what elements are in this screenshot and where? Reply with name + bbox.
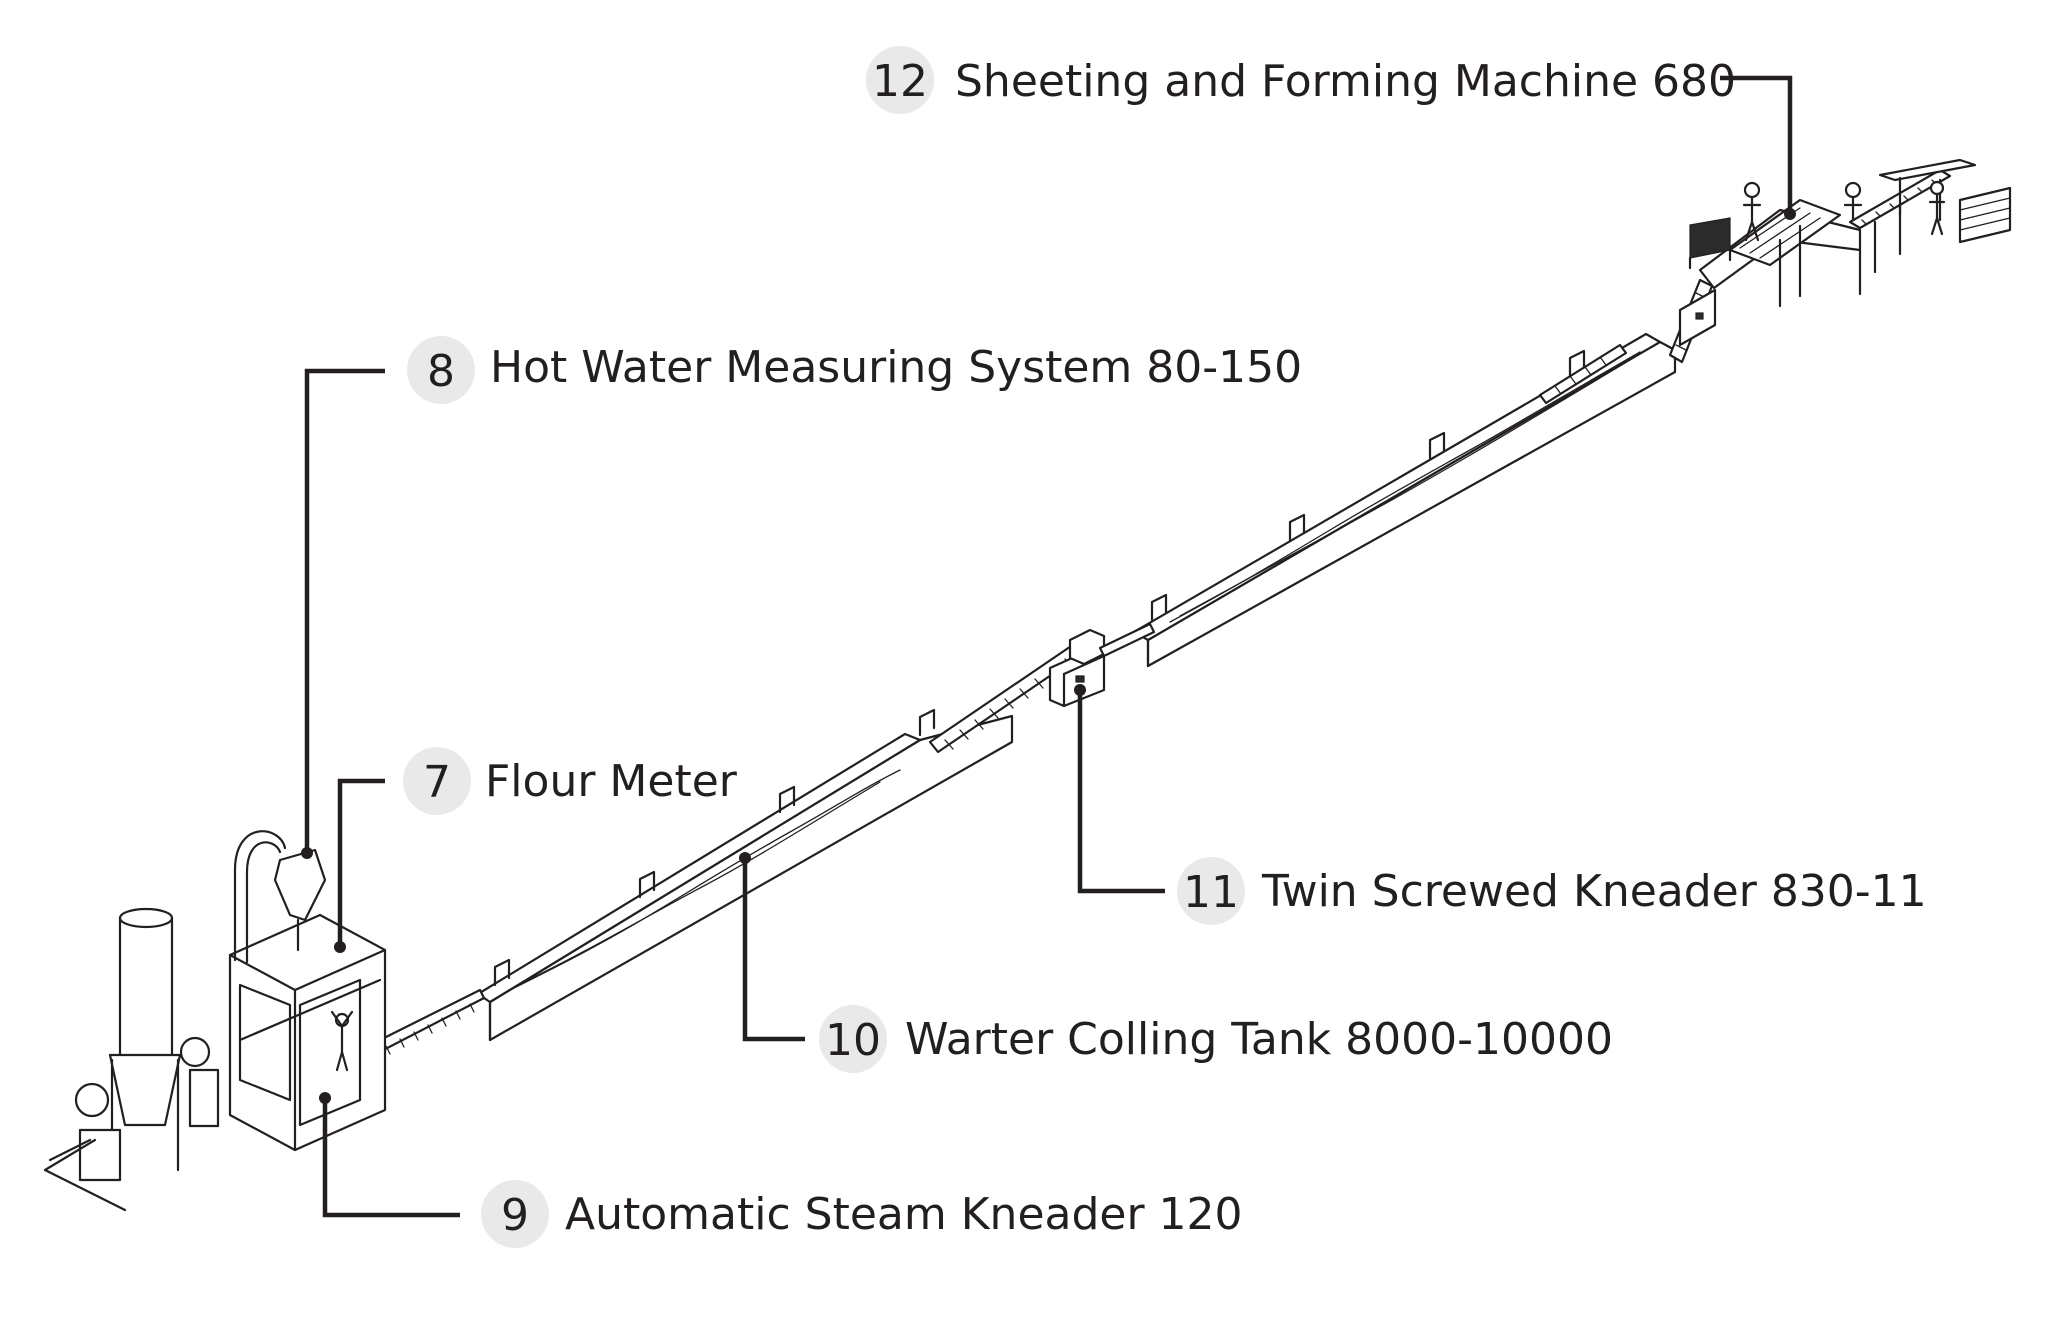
callout-label-10: Warter Colling Tank 8000-10000 bbox=[905, 1014, 1613, 1065]
callout-label-9: Automatic Steam Kneader 120 bbox=[565, 1189, 1243, 1240]
leader-line-11 bbox=[1077, 692, 1165, 894]
production-line-illustration bbox=[43, 158, 2012, 1212]
sheeting-forming-machine bbox=[1688, 158, 2012, 308]
leader-line-10 bbox=[742, 858, 805, 1042]
callout-9: 9 Automatic Steam Kneader 120 bbox=[319, 1092, 1243, 1248]
callout-label-8: Hot Water Measuring System 80-150 bbox=[490, 342, 1302, 393]
number-badge-8 bbox=[407, 336, 475, 404]
callout-label-12: Sheeting and Forming Machine 680 bbox=[955, 56, 1736, 107]
callout-12: 12 Sheeting and Forming Machine 680 bbox=[866, 46, 1796, 220]
callout-11: 11 Twin Screwed Kneader 830-11 bbox=[1074, 684, 1927, 925]
number-badge-9 bbox=[481, 1180, 549, 1248]
callout-10: 10 Warter Colling Tank 8000-10000 bbox=[739, 852, 1613, 1073]
leader-dot-10 bbox=[739, 852, 751, 864]
callout-label-7: Flour Meter bbox=[485, 756, 738, 807]
twin-screwed-kneader bbox=[1048, 628, 1106, 708]
leader-line-9 bbox=[322, 1098, 460, 1218]
leader-line-8 bbox=[304, 368, 385, 852]
callout-7: 7 Flour Meter bbox=[334, 747, 738, 953]
number-badge-7 bbox=[403, 747, 471, 815]
callout-number-9: 9 bbox=[501, 1190, 529, 1241]
leader-dot-12 bbox=[1784, 208, 1796, 220]
leader-dot-8 bbox=[301, 847, 313, 859]
leader-dot-11 bbox=[1074, 684, 1086, 696]
callout-number-8: 8 bbox=[427, 346, 455, 397]
callout-number-10: 10 bbox=[825, 1015, 881, 1066]
callout-8: 8 Hot Water Measuring System 80-150 bbox=[301, 336, 1302, 859]
leader-dot-7 bbox=[334, 941, 346, 953]
upper-ramp-conveyor bbox=[1668, 278, 1717, 364]
leader-line-12 bbox=[1720, 75, 1793, 210]
silo-and-mixer bbox=[43, 907, 220, 1212]
callout-number-11: 11 bbox=[1183, 867, 1239, 918]
kneader-tower bbox=[228, 830, 387, 1152]
callouts: 12 Sheeting and Forming Machine 680 8 Ho… bbox=[301, 46, 1927, 1248]
worker-figures-top bbox=[1742, 180, 1946, 242]
number-badge-12 bbox=[866, 46, 934, 114]
lower-cooling-tank bbox=[476, 708, 1014, 1042]
kneader-conveyors bbox=[1098, 343, 1628, 658]
number-badge-10 bbox=[819, 1005, 887, 1073]
leader-dot-9 bbox=[319, 1092, 331, 1104]
callout-number-7: 7 bbox=[423, 757, 451, 808]
left-tray-rack bbox=[1688, 217, 1732, 270]
number-badge-11 bbox=[1177, 857, 1245, 925]
right-tray-rack bbox=[1958, 186, 2012, 244]
callout-number-12: 12 bbox=[872, 56, 928, 107]
callout-label-11: Twin Screwed Kneader 830-11 bbox=[1261, 866, 1927, 917]
leader-line-7 bbox=[337, 778, 385, 945]
